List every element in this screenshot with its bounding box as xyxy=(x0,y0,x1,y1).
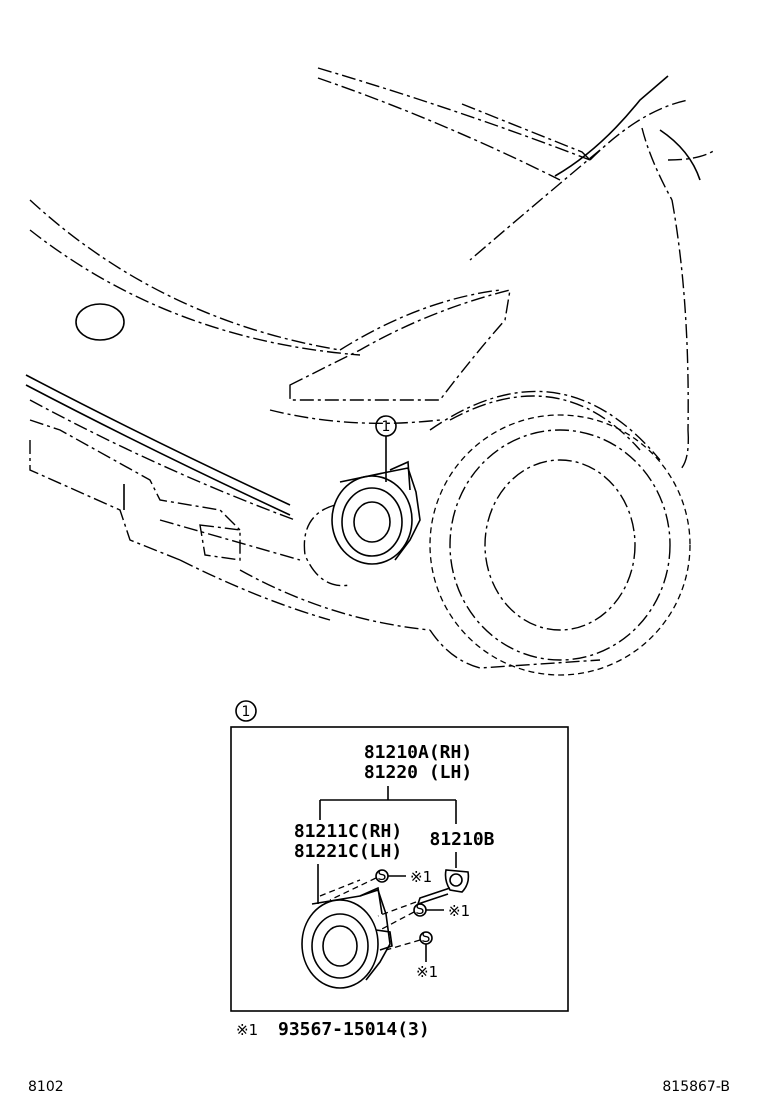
housing-part-rh: 81211C(RH) xyxy=(294,821,402,842)
footnote-mark: ※1 xyxy=(236,1021,258,1039)
svg-text:S: S xyxy=(378,868,387,884)
assembly-bracket xyxy=(319,786,457,824)
screw-icon-2: S xyxy=(413,902,427,918)
footnote-part: 93567-15014(3) xyxy=(278,1019,430,1040)
assembly-part-lh: 81220 (LH) xyxy=(364,762,472,783)
callout-marker-main: 1 xyxy=(375,415,397,437)
corner-id-right: 815867-B xyxy=(662,1079,730,1095)
housing-part-lh: 81221C(LH) xyxy=(294,841,402,862)
screw-ref-3: ※1 xyxy=(416,963,438,981)
detail-frame xyxy=(230,726,569,1012)
fog-lamp-detail-icon xyxy=(301,886,393,989)
bulb-socket-icon xyxy=(416,869,470,906)
vehicle-outline xyxy=(25,67,716,676)
svg-text:1: 1 xyxy=(242,704,251,720)
screw-icon-3: S xyxy=(419,930,433,946)
svg-text:S: S xyxy=(416,902,425,918)
install-guide-lines xyxy=(319,877,421,951)
screw-icon-1: S xyxy=(375,868,389,884)
screw-ref-1: ※1 xyxy=(410,868,432,886)
callout-marker-detail: 1 xyxy=(235,700,257,722)
corner-id-left: 8102 xyxy=(28,1079,64,1095)
svg-text:S: S xyxy=(422,930,431,946)
screw-ref-2: ※1 xyxy=(448,902,470,920)
assembly-part-rh: 81210A(RH) xyxy=(364,742,472,763)
svg-text:1: 1 xyxy=(382,419,391,435)
fog-lamp-installed xyxy=(331,460,421,565)
bulb-part: 81210B xyxy=(429,829,494,850)
